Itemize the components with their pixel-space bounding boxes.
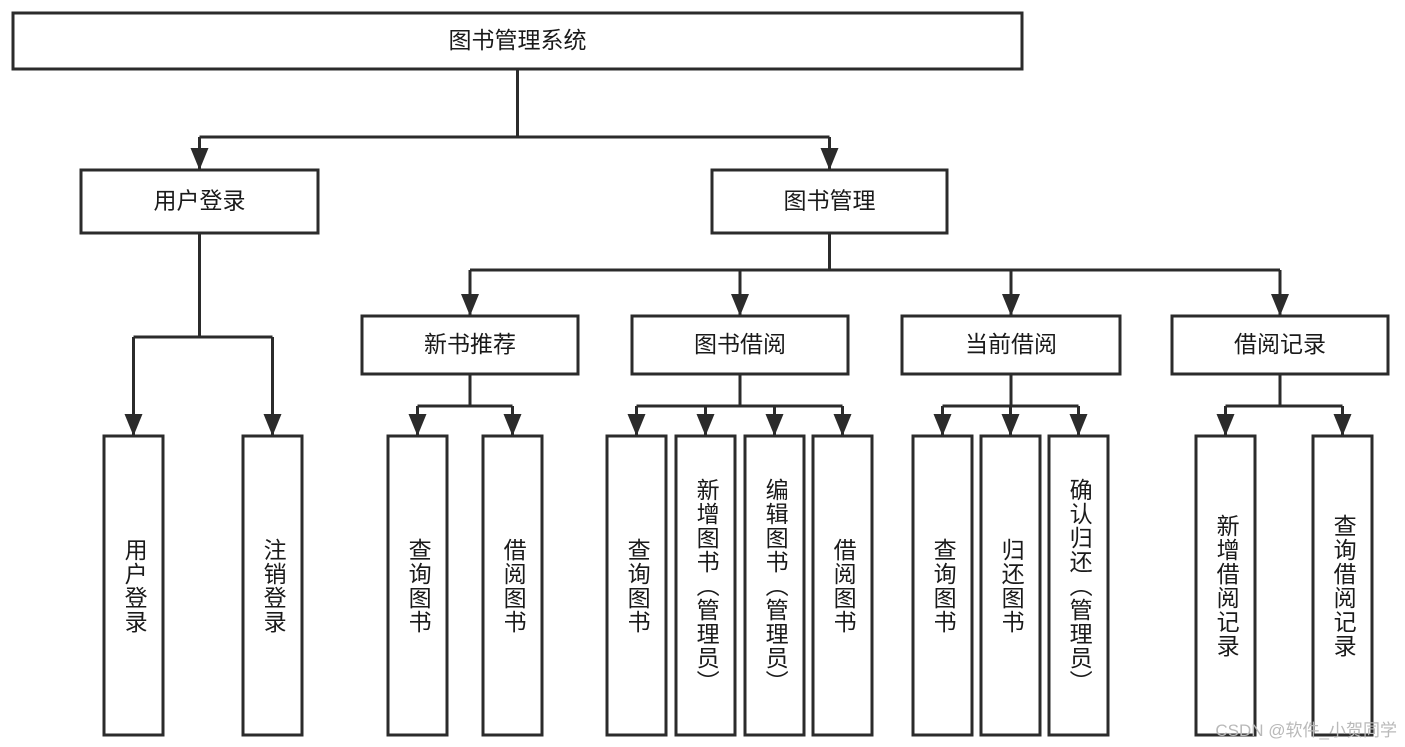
node-label-book-manage: 图书管理 [784,188,876,214]
arrow-head-leaf-user-login [124,414,143,436]
node-label-root: 图书管理系统 [449,27,587,53]
node-box-leaf-edit-book[interactable] [743,434,806,737]
csdn-watermark: CSDN @软件_小贺同学 [1215,721,1397,740]
edges-layer [124,69,1352,436]
node-box-current-borrow[interactable] [900,314,1122,376]
node-box-book-manage[interactable] [710,168,949,235]
node-box-user-login[interactable] [79,168,320,235]
node-box-book-borrow[interactable] [630,314,850,376]
arrow-head-borrow-record [1271,294,1289,316]
node-box-leaf-borrow-book[interactable] [811,434,874,737]
arrow-head-leaf-query-book-rec [408,414,427,436]
arrow-head-current-borrow [1002,294,1020,316]
node-box-leaf-query-book-cur[interactable] [911,434,974,737]
arrow-head-leaf-borrow-book [833,414,852,436]
arrow-head-leaf-return-book [1001,414,1020,436]
arrow-head-leaf-query-book-cur [933,414,952,436]
arrow-head-leaf-add-record [1216,414,1235,436]
arrow-head-new-book-recommend [461,294,479,316]
node-label-current-borrow: 当前借阅 [965,331,1057,357]
arrow-head-leaf-borrow-book-rec [503,414,522,436]
node-box-leaf-confirm-return[interactable] [1047,434,1110,737]
node-box-leaf-logout[interactable] [241,434,304,737]
boxes-layer [11,11,1390,737]
node-box-root[interactable] [11,11,1024,71]
node-label-borrow-record: 借阅记录 [1234,331,1326,357]
arrow-head-user-login [190,148,209,170]
node-label-new-book-recommend: 新书推荐 [424,331,516,357]
node-box-borrow-record[interactable] [1170,314,1390,376]
node-label-user-login: 用户登录 [154,188,246,214]
node-box-leaf-add-book[interactable] [674,434,737,737]
node-box-leaf-add-record[interactable] [1194,434,1257,737]
node-box-leaf-user-login[interactable] [102,434,165,737]
arrow-head-leaf-logout [263,414,282,436]
node-box-leaf-borrow-book-rec[interactable] [481,434,544,737]
arrow-head-book-borrow [731,294,749,316]
arrow-head-leaf-edit-book [765,414,784,436]
node-label-book-borrow: 图书借阅 [694,331,786,357]
arrow-head-leaf-query-record [1333,414,1352,436]
arrow-head-leaf-query-book-borrow [627,414,646,436]
node-box-new-book-recommend[interactable] [360,314,580,376]
arrow-head-leaf-confirm-return [1069,414,1088,436]
node-box-leaf-query-record[interactable] [1311,434,1374,737]
arrow-head-book-manage [820,148,839,170]
node-box-leaf-query-book-borrow[interactable] [605,434,668,737]
node-box-leaf-return-book[interactable] [979,434,1042,737]
node-box-leaf-query-book-rec[interactable] [386,434,449,737]
arrow-head-leaf-add-book [696,414,715,436]
